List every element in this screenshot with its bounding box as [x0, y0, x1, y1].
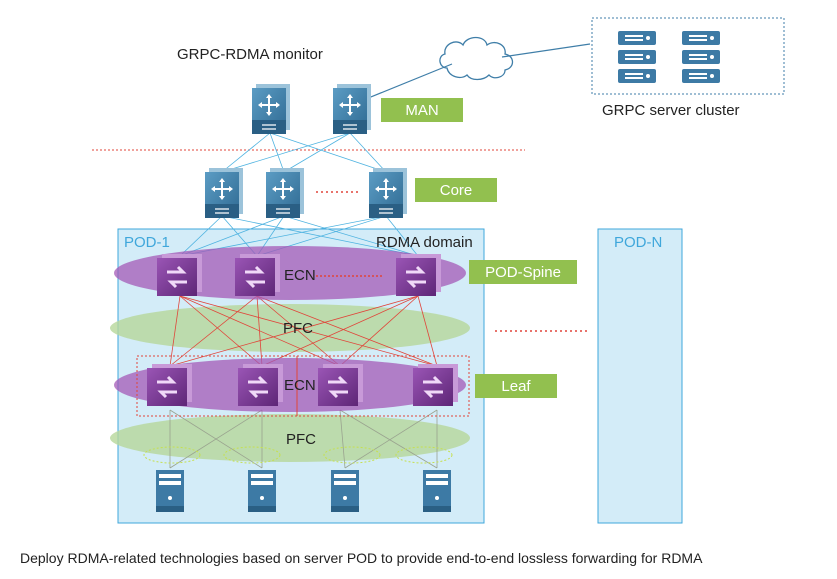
- pfc-upper-ellipse: [110, 304, 470, 352]
- rdma-domain-label: RDMA domain: [376, 234, 473, 251]
- pod-spine-tag: POD-Spine: [469, 260, 577, 284]
- pfc-lower-ellipse: [110, 414, 470, 462]
- server-icon: [248, 470, 276, 512]
- server-icon: [156, 470, 184, 512]
- pod-1-label: POD-1: [124, 234, 170, 251]
- server-icon: [423, 470, 451, 512]
- cloud-icon: [439, 36, 514, 81]
- caption: Deploy RDMA-related technologies based o…: [20, 550, 703, 566]
- switch-router-icon: [368, 167, 408, 219]
- monitor-title: GRPC-RDMA monitor: [177, 46, 323, 63]
- server-cluster-label: GRPC server cluster: [602, 102, 740, 119]
- switch-router-icon: [265, 167, 305, 219]
- pfc-lower-label: PFC: [286, 431, 316, 448]
- switch-router-icon: [204, 167, 244, 219]
- server-icon: [331, 470, 359, 512]
- core-tag: Core: [415, 178, 497, 202]
- spine-switch-icon: [394, 252, 443, 298]
- spine-switch-icon: [233, 252, 282, 298]
- switch-router-icon: [251, 83, 291, 135]
- spine-switch-icon: [145, 362, 194, 408]
- ecn-leaf-label: ECN: [284, 377, 316, 394]
- leaf-tag: Leaf: [475, 374, 557, 398]
- spine-switch-icon: [411, 362, 460, 408]
- spine-switch-icon: [236, 362, 285, 408]
- spine-switch-icon: [155, 252, 204, 298]
- pfc-upper-label: PFC: [283, 320, 313, 337]
- switch-router-icon: [332, 83, 372, 135]
- pod-n-label: POD-N: [614, 234, 663, 251]
- ecn-leaf-ellipse: [114, 358, 466, 412]
- spine-switch-icon: [316, 362, 365, 408]
- man-tag: MAN: [381, 98, 463, 122]
- pod-n-box: [597, 228, 683, 524]
- ecn-spine-label: ECN: [284, 267, 316, 284]
